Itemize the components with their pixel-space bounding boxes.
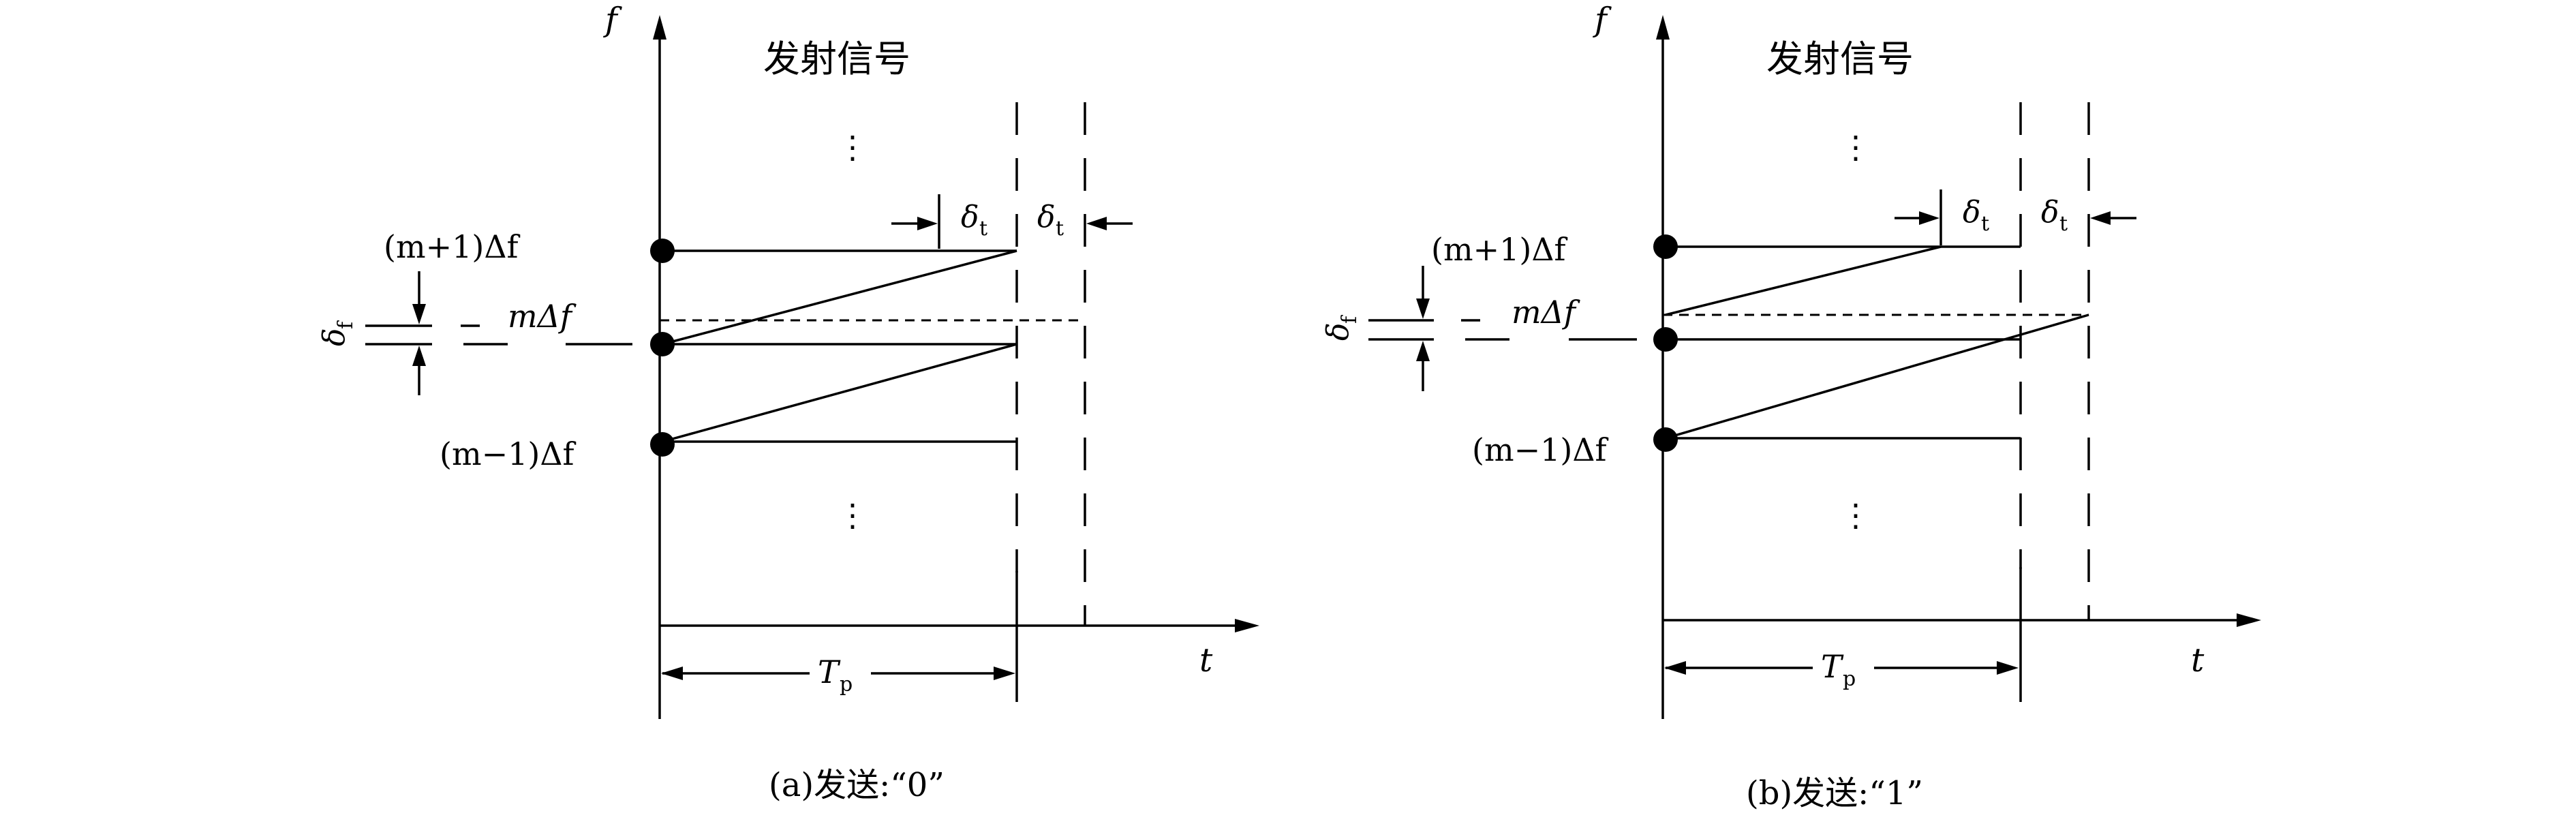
delta-f-label: δ	[1321, 323, 1355, 341]
signal-title: 发射信号	[1766, 37, 1914, 80]
dot-m-minus-1	[1653, 427, 1678, 452]
delta-f-sub: f	[334, 320, 358, 329]
delta-f-label: δ	[317, 328, 352, 347]
f-axis-arrow-icon	[653, 15, 666, 40]
signal-title: 发射信号	[763, 37, 910, 80]
delta-t-sub-1: t	[1981, 212, 1989, 236]
delta-t-label-1: δ	[961, 200, 979, 234]
delta-f-arrowhead-bottom-icon	[1416, 341, 1430, 361]
ellipsis-top: ⋮	[1840, 129, 1871, 166]
delta-t-arrowhead-left-icon	[1919, 211, 1939, 225]
delta-f-label-group: δ f	[317, 320, 358, 346]
delta-t-label-2: δ	[2041, 195, 2059, 230]
t-axis-label: t	[1199, 641, 1213, 679]
delta-t-label-2: δ	[1037, 200, 1056, 234]
delta-f-label-group: δ f	[1321, 315, 1362, 341]
label-m-minus-1: (m−1)Δf	[1472, 431, 1609, 468]
delta-t-label-1: δ	[1963, 195, 1981, 230]
period-arrowhead-left-icon	[661, 667, 683, 680]
period-label: T	[818, 654, 841, 690]
t-axis-arrow-icon	[2237, 613, 2261, 627]
caption-b: (b)发送:“1”	[1746, 774, 1923, 812]
period-label: T	[1821, 648, 1844, 685]
period-sub: p	[840, 673, 853, 697]
f-axis-label: f	[1593, 1, 1612, 39]
delta-t-arrowhead-left-icon	[917, 217, 938, 230]
delta-t-arrowhead-right-icon	[1086, 217, 1107, 230]
t-axis-label: t	[2191, 641, 2205, 679]
f-axis-label: f	[603, 1, 622, 39]
panel-b: f t 发射信号 ⋮ ⋮ δ t δ t (m+1)Δ	[1321, 1, 2261, 812]
period-label-bg	[810, 653, 871, 694]
dot-m-plus-1	[650, 239, 675, 263]
dot-m-plus-1	[1653, 234, 1678, 259]
chirp-ramp-upper	[1665, 245, 1942, 316]
period-sub: p	[1843, 667, 1856, 691]
period-label-bg	[1813, 647, 1874, 688]
period-arrowhead-right-icon	[1997, 661, 2019, 675]
label-m-plus-1: (m+1)Δf	[1431, 231, 1568, 268]
dot-m	[1653, 327, 1678, 352]
ellipsis-bottom: ⋮	[1840, 497, 1871, 534]
delta-f-arrowhead-top-icon	[1416, 299, 1430, 319]
period-arrowhead-left-icon	[1664, 661, 1686, 675]
chirp-ramp-lower	[662, 343, 1017, 443]
dot-m-minus-1	[650, 432, 675, 457]
label-m: mΔf	[508, 298, 577, 335]
delta-t-arrowhead-right-icon	[2090, 211, 2111, 225]
caption-a: (a)发送:“0”	[769, 766, 945, 804]
delta-f-arrowhead-bottom-icon	[412, 346, 426, 366]
panel-a: f t 发射信号 ⋮ ⋮ δ t δ t (m+1)Δ	[317, 1, 1259, 804]
chirp-ramp-upper	[662, 249, 1017, 346]
chirp-ramp-lower	[1665, 313, 2089, 440]
ellipsis-top: ⋮	[837, 129, 868, 166]
delta-t-sub-2: t	[1056, 217, 1064, 241]
t-axis-arrow-icon	[1235, 619, 1259, 632]
dot-m	[650, 332, 675, 356]
delta-t-sub-1: t	[979, 217, 987, 241]
ellipsis-bottom: ⋮	[837, 497, 868, 534]
label-m-minus-1: (m−1)Δf	[440, 435, 577, 472]
label-m: mΔf	[1512, 294, 1580, 331]
label-m-plus-1: (m+1)Δf	[384, 228, 521, 265]
delta-f-sub: f	[1338, 315, 1362, 324]
period-arrowhead-right-icon	[994, 667, 1015, 680]
delta-f-arrowhead-top-icon	[412, 304, 426, 324]
f-axis-arrow-icon	[1656, 15, 1670, 40]
delta-t-sub-2: t	[2059, 212, 2068, 236]
